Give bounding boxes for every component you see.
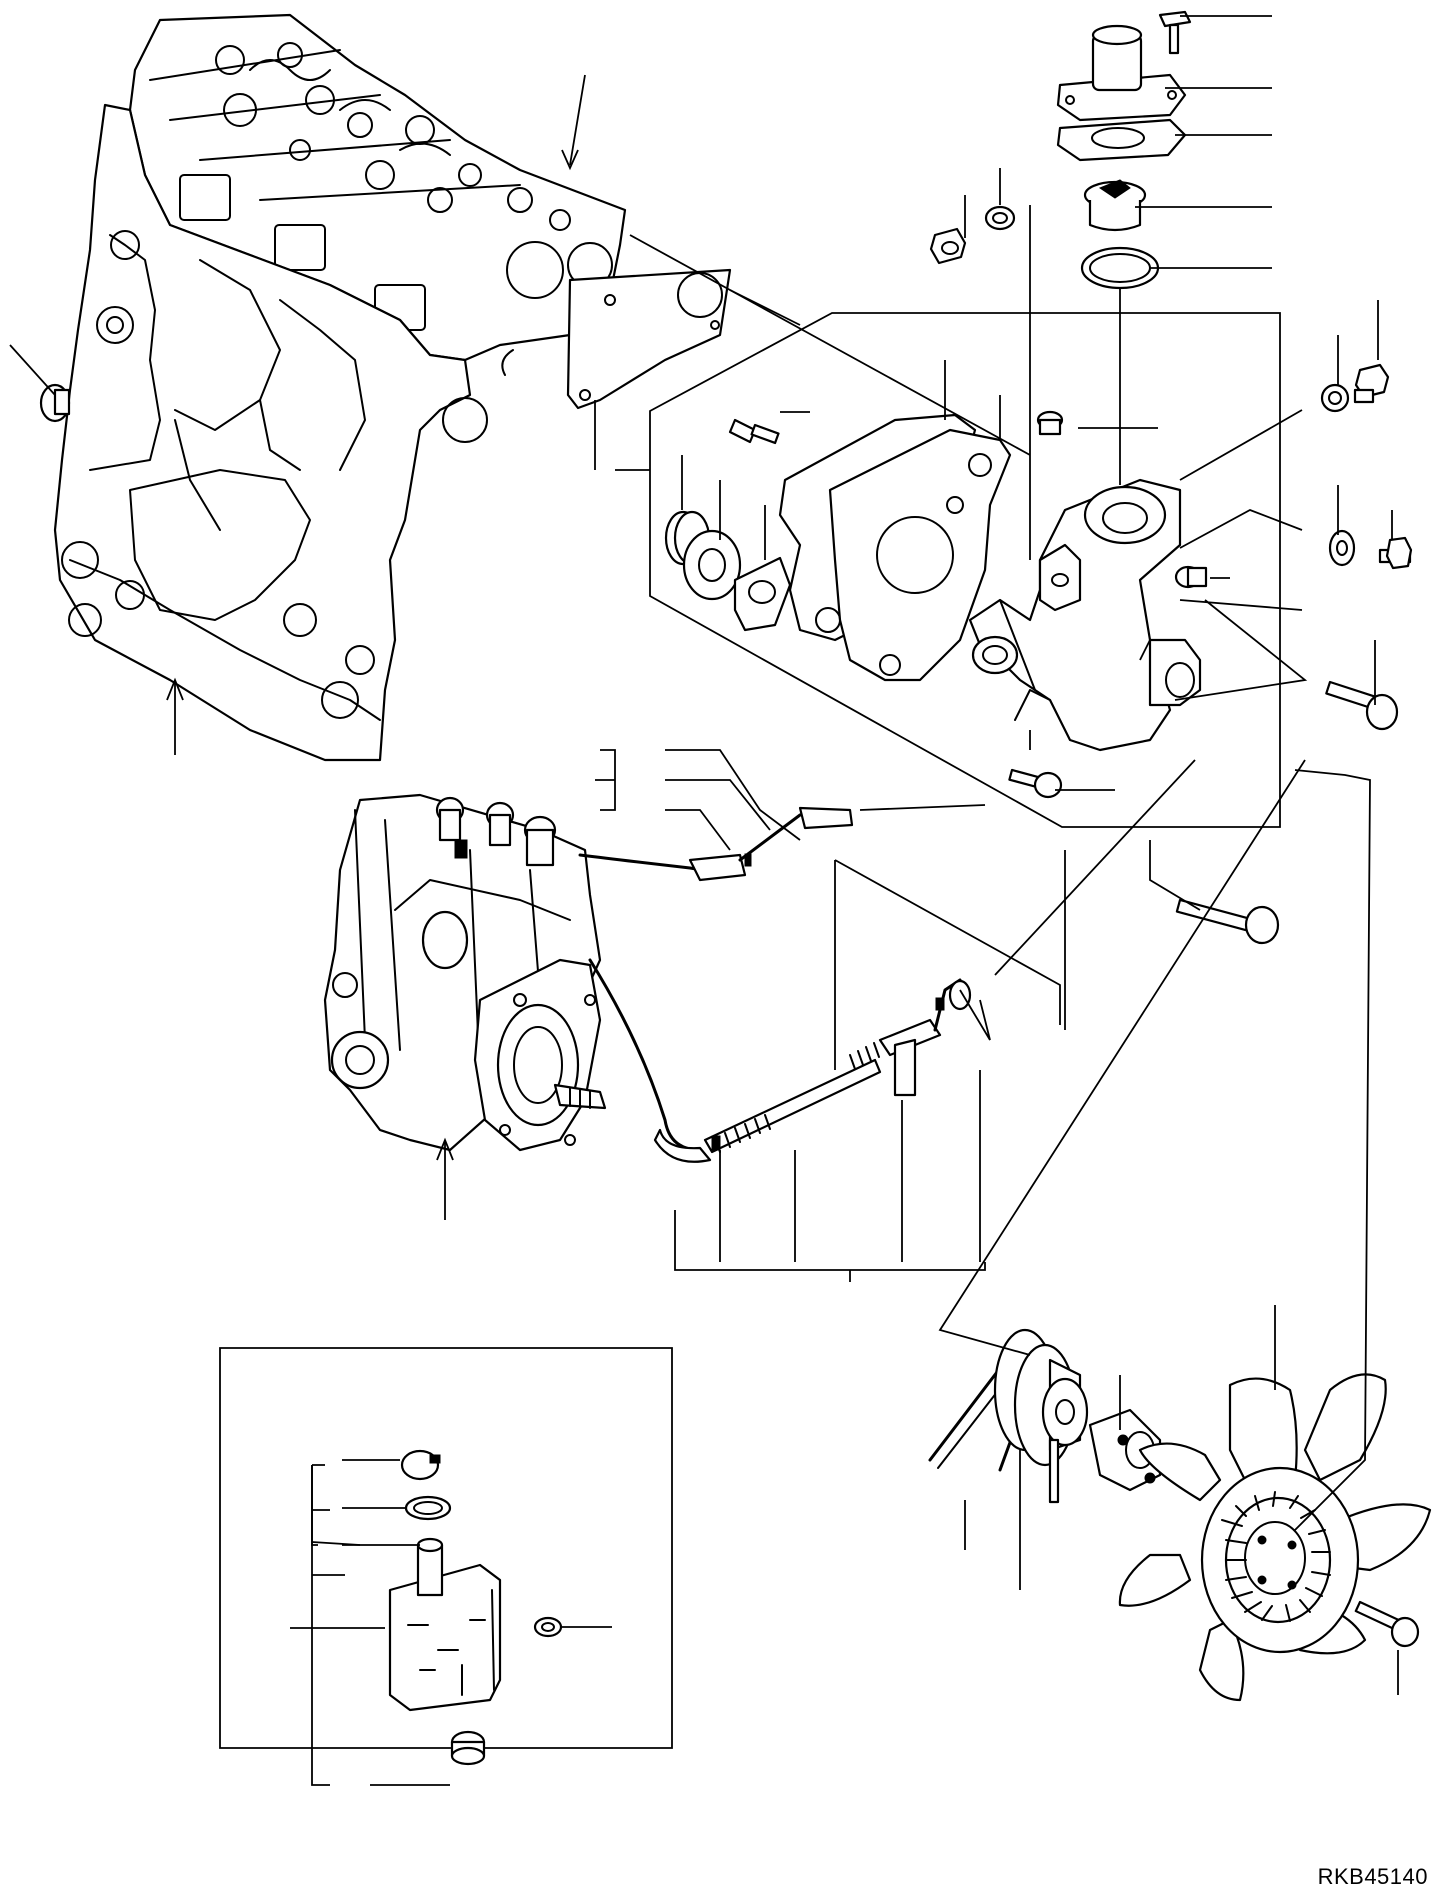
thermostat-cover [1058,26,1185,120]
filter-cap [402,1451,440,1479]
pump-bolt-top [730,420,778,443]
water-pump-pulley [995,1330,1087,1502]
temp-sensor-washer [1322,385,1348,411]
fuel-return-pipe [590,960,970,1162]
fuel-hose-upper [580,808,852,880]
cylinder-block-assembly [41,15,625,760]
head-port-holes [180,43,612,330]
impeller-plate [735,558,790,630]
water-pump-kit-frame [650,313,1280,827]
fuel-filter-inset [220,1348,672,1764]
drain-washer-right [1330,531,1354,565]
filter-o-ring [406,1497,450,1519]
hose-fitting-bolt [1176,567,1206,587]
leader-lines [10,16,1398,1785]
thermostat-o-ring [1082,248,1158,288]
fan-bolt [1356,1602,1418,1646]
water-pump-body [970,480,1200,750]
bypass-plug [931,229,965,263]
thermostat [1085,180,1145,230]
filter-drain-plug [452,1732,484,1764]
drawing-code-label: RKB45140 [1317,1864,1428,1889]
drain-bolt-right [1380,538,1411,568]
pump-body-gasket [780,415,1010,680]
plug-small [1038,412,1062,434]
pump-mount-bolt [1326,682,1397,729]
hose-clip [712,854,944,1150]
fuel-injection-pump [325,795,605,1150]
filter-element [390,1539,500,1710]
thermostat-gasket [1058,120,1185,160]
bearing-unit [684,531,740,599]
filter-washer [535,1618,561,1636]
water-pump-gasket [568,270,730,408]
thermostat-cover-bolt [1160,12,1190,53]
cooling-fan [1120,1374,1430,1700]
bypass-washer [986,207,1014,229]
drain-plug [41,385,69,421]
pump-bolt-bottom [1009,770,1061,797]
temp-sensor-plug [1355,365,1388,402]
